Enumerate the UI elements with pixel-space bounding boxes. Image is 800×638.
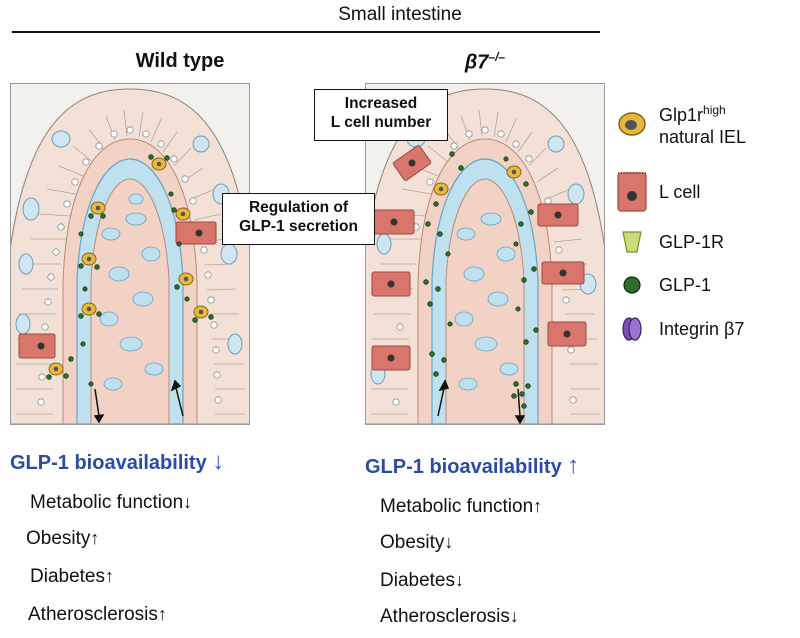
figure-header-title: Small intestine: [338, 4, 462, 25]
b7-outcome-atherosclerosis: Atherosclerosis↓: [380, 606, 519, 628]
callout-line-1: Increased: [344, 95, 418, 112]
bioavailability-label: GLP-1 bioavailability: [10, 452, 207, 474]
legend-line-1: Glp1rhigh: [659, 99, 746, 126]
arrow-down-icon: ↓: [444, 532, 454, 552]
legend-item-integrin: Integrin β7: [615, 313, 744, 345]
beta7-knockout-villus-panel: [365, 83, 605, 425]
wt-outcome-atherosclerosis: Atherosclerosis↑: [28, 604, 167, 626]
bioavailability-label: GLP-1 bioavailability: [365, 456, 562, 478]
legend-label: GLP-1: [659, 275, 712, 295]
b7-outcome-metabolic: Metabolic function↑: [380, 496, 542, 518]
beta7-bioavailability: GLP-1 bioavailability ↑: [365, 452, 579, 480]
arrow-down-icon: ↓: [183, 492, 193, 512]
wild-type-bioavailability: GLP-1 bioavailability ↓: [10, 448, 224, 476]
arrow-down-icon: ↓: [509, 606, 519, 626]
glp1r-icon: [622, 231, 642, 253]
wild-type-villus-illustration: [11, 88, 249, 424]
legend-line-2: natural IEL: [659, 127, 747, 147]
arrow-up-icon: ↑: [567, 452, 580, 479]
arrow-down-icon: ↓: [212, 448, 225, 475]
outcome-label: Atherosclerosis: [28, 604, 158, 625]
wild-type-villus-panel: [10, 83, 250, 425]
beta7-knockout-title: β7–/–: [365, 50, 605, 75]
beta7-title-main: β7: [464, 51, 489, 74]
arrow-down-icon: ↓: [455, 570, 464, 590]
callout-line-2: GLP-1 secretion: [239, 218, 358, 235]
iel-cell-icon: [618, 111, 646, 136]
integrin-b7-icon: [622, 317, 642, 341]
outcome-label: Atherosclerosis: [380, 606, 510, 627]
callout-line-2: L cell number: [330, 114, 432, 131]
beta7-knockout-villus-illustration: [366, 88, 604, 424]
wt-outcome-obesity: Obesity↑: [26, 528, 99, 550]
outcome-label: Diabetes: [30, 566, 105, 587]
outcome-label: Metabolic function: [30, 492, 184, 513]
legend-label: L cell: [659, 182, 701, 202]
legend-label-sup: high: [703, 103, 726, 117]
legend-item-iel: Glp1rhigh natural IEL: [615, 99, 746, 148]
legend-text: Glp1rhigh natural IEL: [659, 99, 746, 148]
legend-item-l-cell: L cell: [615, 170, 700, 214]
glp1-icon: [623, 276, 641, 294]
arrow-up-icon: ↑: [533, 496, 543, 516]
increased-l-cell-callout: Increased L cell number: [314, 89, 448, 141]
outcome-label: Metabolic function: [380, 496, 534, 517]
legend-label: GLP-1R: [659, 232, 725, 252]
legend-item-glp1: GLP-1: [615, 271, 711, 299]
wild-type-title: Wild type: [135, 50, 225, 72]
outcome-label: Obesity: [26, 528, 91, 549]
legend-item-glp1r: GLP-1R: [615, 228, 724, 256]
header-divider: [12, 31, 600, 33]
outcome-label: Obesity: [380, 532, 445, 553]
regulation-glp1-secretion-callout: Regulation of GLP-1 secretion: [222, 193, 375, 245]
arrow-up-icon: ↑: [90, 528, 100, 548]
arrow-up-icon: ↑: [105, 566, 114, 586]
outcome-label: Diabetes: [380, 570, 455, 591]
beta7-title-sup: –/–: [488, 50, 506, 64]
b7-outcome-diabetes: Diabetes↓: [380, 570, 464, 592]
legend-label: Glp1r: [659, 105, 704, 125]
arrow-up-icon: ↑: [157, 604, 167, 624]
wt-outcome-diabetes: Diabetes↑: [30, 566, 114, 588]
b7-outcome-obesity: Obesity↓: [380, 532, 453, 554]
legend-label: Integrin β7: [659, 319, 745, 339]
l-cell-icon: [617, 172, 647, 212]
callout-line-1: Regulation of: [248, 199, 349, 216]
wt-outcome-metabolic: Metabolic function↓: [30, 492, 192, 514]
